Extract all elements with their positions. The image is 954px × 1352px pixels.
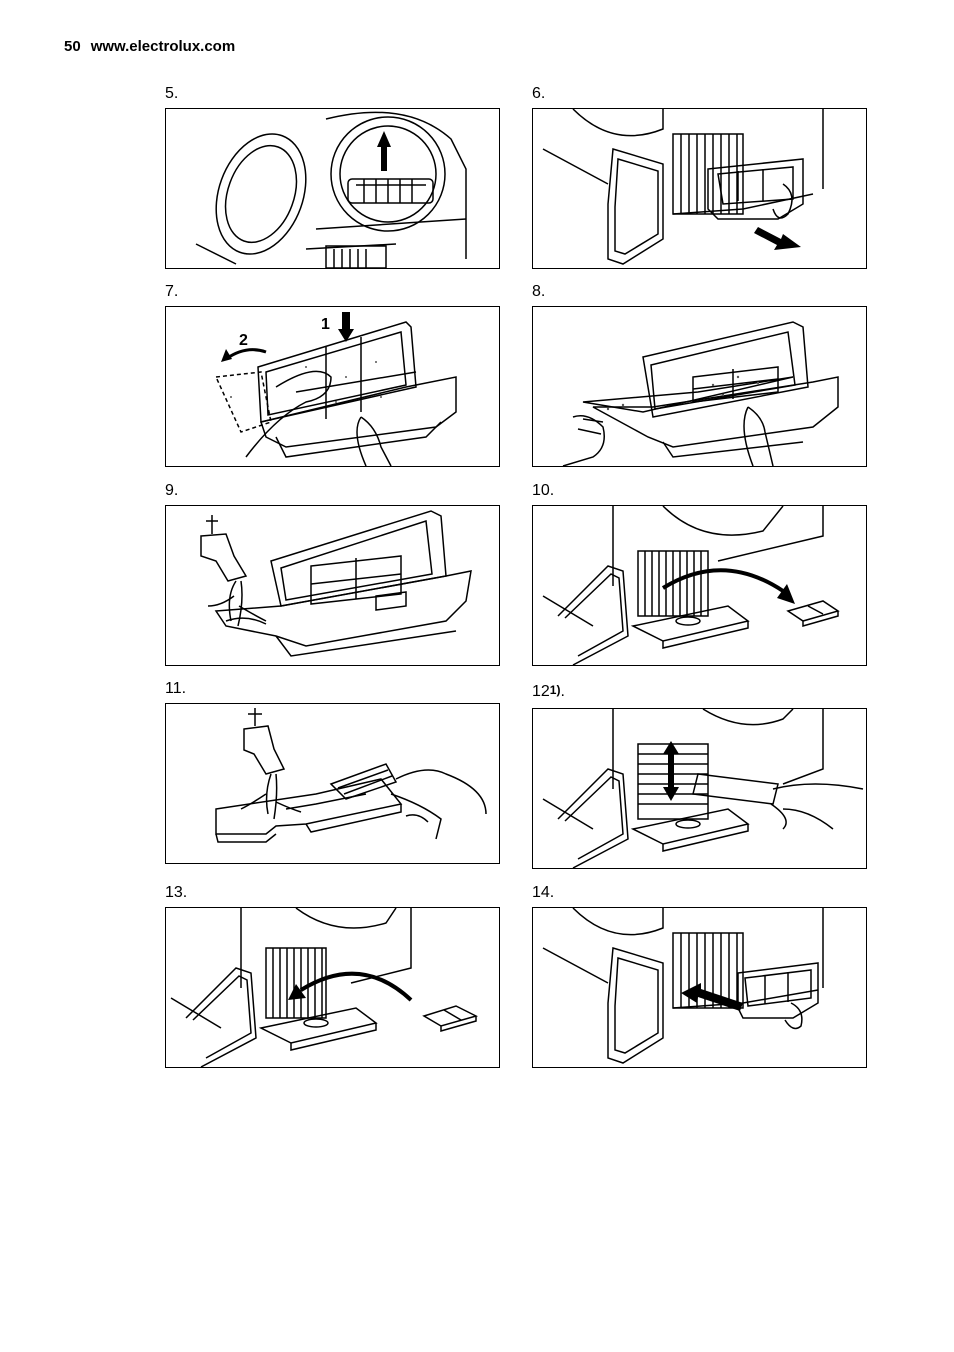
step-6-illustration: [532, 108, 867, 269]
step-14-illustration: [532, 907, 867, 1068]
step-8-illustration: [532, 306, 867, 467]
step-label: 13.: [165, 884, 188, 901]
step-5-illustration: [165, 108, 500, 269]
step-label: 6.: [532, 85, 546, 102]
step-9: 9.: [165, 481, 500, 666]
step-label: 10.: [532, 482, 555, 499]
step-label: 7.: [165, 283, 179, 300]
step-number: 12: [532, 683, 550, 700]
page-number: 50: [64, 38, 81, 55]
step-suffix: .: [560, 683, 565, 700]
step-label: 121).: [532, 679, 867, 704]
step-11: 11.: [165, 679, 500, 864]
step-7: 7. 1 2: [165, 282, 500, 467]
footnote-marker: 1): [549, 683, 561, 697]
step-12-illustration: [532, 708, 867, 869]
step-label: 11.: [165, 680, 187, 697]
step-label: 14.: [532, 884, 555, 901]
step-7-illustration: 1 2: [165, 306, 500, 467]
step-13-illustration: [165, 907, 500, 1068]
step-label: 9.: [165, 482, 179, 499]
marker-2: 2: [239, 332, 248, 349]
step-10-illustration: [532, 505, 867, 666]
marker-1: 1: [321, 316, 330, 333]
step-9-illustration: [165, 505, 500, 666]
step-13: 13.: [165, 883, 500, 1068]
step-5: 5.: [165, 84, 500, 269]
step-6: 6.: [532, 84, 867, 269]
step-label: 8.: [532, 283, 546, 300]
website-url: www.electrolux.com: [90, 38, 236, 55]
step-11-illustration: [165, 703, 500, 864]
step-12: 121).: [532, 679, 867, 869]
step-8: 8.: [532, 282, 867, 467]
step-10: 10.: [532, 481, 867, 666]
page-header: 50 www.electrolux.com: [64, 38, 235, 55]
step-14: 14.: [532, 883, 867, 1068]
step-label: 5.: [165, 85, 179, 102]
